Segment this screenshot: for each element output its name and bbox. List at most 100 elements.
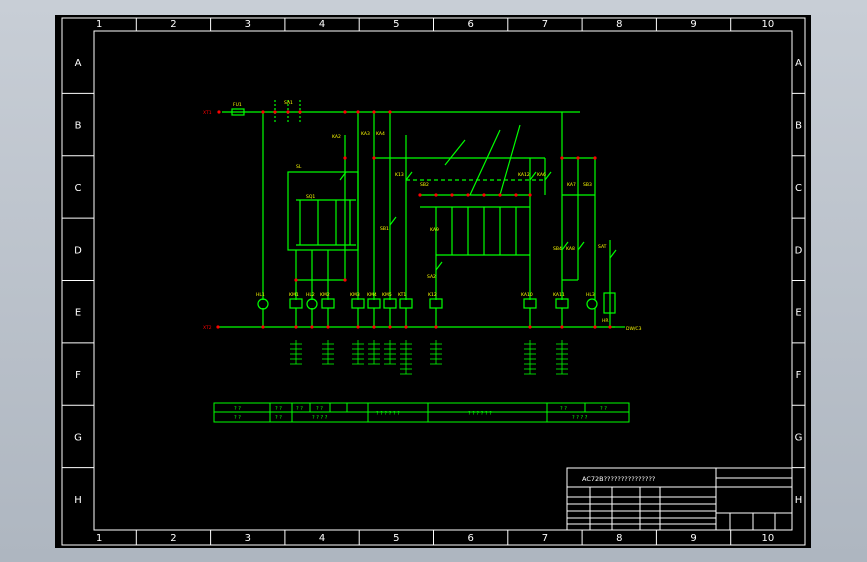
label-km4: KM4 <box>367 292 377 298</box>
label-km1: KM1 <box>289 292 299 298</box>
column-label: 1 <box>96 533 102 544</box>
row-label: H <box>795 495 803 506</box>
legend-cell: ? ? ? ? <box>312 415 328 421</box>
row-label: A <box>75 58 82 69</box>
label-ka10: KA10 <box>521 292 533 298</box>
terminal-dot <box>560 156 564 160</box>
label-k12: K12 <box>428 292 437 298</box>
sheet-background <box>55 15 811 548</box>
terminal-dot <box>343 156 347 160</box>
column-label: 5 <box>393 19 399 30</box>
column-label: 3 <box>245 533 251 544</box>
coil-k12 <box>429 298 443 309</box>
coil-hr <box>603 292 616 314</box>
label-hl1: HL1 <box>256 292 265 298</box>
legend-cell: ? ? <box>234 415 241 421</box>
coil-kt1 <box>399 298 413 309</box>
terminal-dot <box>593 325 597 329</box>
label-hl2: HL2 <box>306 292 315 298</box>
row-label: B <box>75 121 82 132</box>
terminal-dot <box>418 193 422 197</box>
legend-cell: ? ? <box>275 406 282 412</box>
label-sb4: SB4 <box>553 246 562 252</box>
label-ka9: KA9 <box>430 227 439 233</box>
terminal-dot <box>372 110 376 114</box>
coils <box>289 292 616 314</box>
label-hl3: HL3 <box>586 292 595 298</box>
terminal-dot <box>343 278 347 282</box>
column-label: 6 <box>467 533 473 544</box>
label-xt1: XT1 <box>203 110 212 116</box>
column-label: 9 <box>690 533 696 544</box>
column-label: 3 <box>245 19 251 30</box>
label-kt1: KT1 <box>398 292 406 298</box>
terminal-dot <box>434 325 438 329</box>
terminal-dot <box>372 156 376 160</box>
terminal-dot <box>356 110 360 114</box>
row-label: A <box>795 58 802 69</box>
row-label: C <box>75 183 82 194</box>
label-km3: KM3 <box>350 292 360 298</box>
terminal-dot <box>294 278 298 282</box>
terminals <box>216 110 612 329</box>
coil-km2 <box>321 298 335 309</box>
label-sat: SAT <box>598 244 607 250</box>
label-sl: SL <box>296 164 302 170</box>
terminal-dot <box>434 193 438 197</box>
label-n-right: DW/C3 <box>626 326 642 332</box>
terminal-dot <box>388 325 392 329</box>
column-label: 7 <box>542 533 548 544</box>
legend-cell: ? ? ? ? ? ? <box>376 411 400 417</box>
terminal-dot <box>576 156 580 160</box>
column-label: 5 <box>393 533 399 544</box>
row-label: F <box>75 370 81 381</box>
label-sb1: SB1 <box>380 226 389 232</box>
terminal-dot <box>261 110 265 114</box>
terminal-dot <box>528 325 532 329</box>
coil-ka11 <box>555 298 569 309</box>
schematic <box>218 100 625 328</box>
label-ka11: KA11 <box>553 292 565 298</box>
label-ka8: KA8 <box>566 246 575 252</box>
terminal-dot <box>261 325 265 329</box>
coil-km4 <box>367 298 381 309</box>
terminal-dot <box>528 193 532 197</box>
column-label: 4 <box>319 533 325 544</box>
terminal-dot <box>286 110 290 114</box>
lamp-hl2 <box>306 298 318 310</box>
row-label: D <box>74 245 82 256</box>
title-block <box>566 467 793 531</box>
terminal-dot <box>482 193 486 197</box>
label-hr: HR <box>602 318 609 324</box>
column-label: 6 <box>467 19 473 30</box>
terminal-dot <box>450 193 454 197</box>
label-sb2: SB2 <box>420 182 429 188</box>
legend-cell: ? ? ? ? <box>572 415 588 421</box>
legend-table <box>213 402 630 423</box>
label-ka2: KA2 <box>332 134 341 140</box>
terminal-dot <box>593 156 597 160</box>
legend-cell: ? ? <box>316 406 323 412</box>
title-block-title: AC72B??????????????? <box>582 475 655 483</box>
column-label: 2 <box>170 19 176 30</box>
terminal-dot <box>560 325 564 329</box>
row-label: G <box>74 432 82 443</box>
row-label: E <box>795 308 801 319</box>
row-markers <box>62 92 805 469</box>
terminal-dot <box>466 193 470 197</box>
column-label: 2 <box>170 533 176 544</box>
terminal-dot <box>216 325 220 329</box>
contact-tables <box>290 340 568 375</box>
column-label: 4 <box>319 19 325 30</box>
terminal-dot <box>498 193 502 197</box>
legend-cell: ? ? <box>600 406 607 412</box>
label-km2: KM2 <box>320 292 330 298</box>
column-markers <box>135 18 732 545</box>
coil-ka10 <box>523 298 537 309</box>
row-label: B <box>795 121 802 132</box>
label-sb3: SB3 <box>583 182 592 188</box>
terminal-dot <box>608 325 612 329</box>
terminal-dot <box>294 325 298 329</box>
